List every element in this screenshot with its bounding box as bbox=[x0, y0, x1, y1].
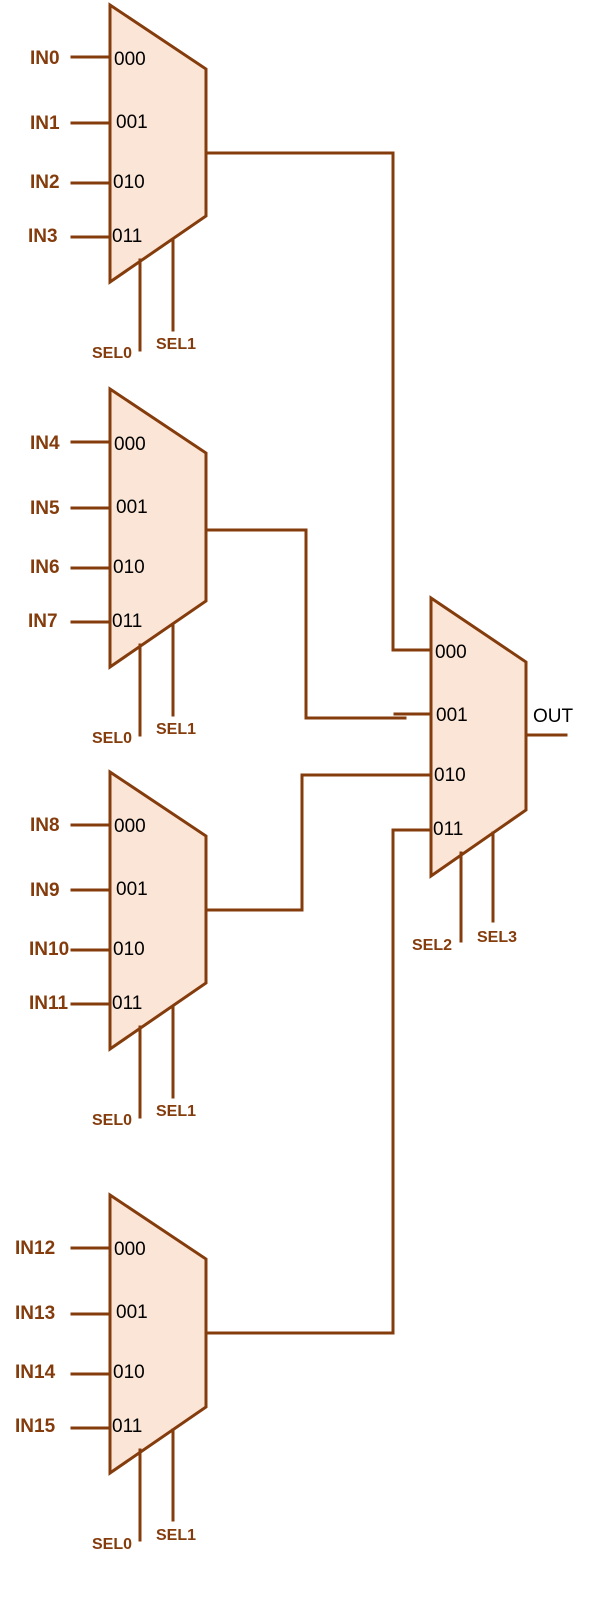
mux-4-input-label-0: IN12 bbox=[15, 1238, 55, 1259]
mux-2-to-final-wire bbox=[204, 528, 407, 720]
mux-1-input-label-1: IN1 bbox=[30, 113, 60, 134]
mux-3-input-label-1: IN9 bbox=[30, 880, 60, 901]
mux-3-select-label-1: SEL1 bbox=[156, 1103, 196, 1120]
mux-3-port-label-1: 001 bbox=[116, 879, 148, 900]
mux-3: IN8 IN9 IN10 IN11 000 001 010 011 SEL0 S… bbox=[29, 769, 208, 1129]
final-select-label-0: SEL2 bbox=[412, 937, 452, 954]
mux-1-select-label-0: SEL0 bbox=[92, 345, 132, 362]
mux-4: IN12 IN13 IN14 IN15 000 001 010 011 SEL0… bbox=[15, 1192, 208, 1553]
mux-3-port-label-3: 011 bbox=[112, 993, 142, 1014]
mux-2-input-label-1: IN5 bbox=[30, 498, 60, 519]
mux-3-port-label-0: 000 bbox=[114, 816, 146, 837]
mux-3-body bbox=[108, 769, 208, 1052]
mux-2-port-label-3: 011 bbox=[112, 611, 142, 632]
mux-2-body bbox=[108, 386, 208, 670]
mux-3-input-label-3: IN11 bbox=[29, 993, 69, 1014]
final-mux-body bbox=[429, 595, 528, 879]
mux-1-port-label-1: 001 bbox=[116, 112, 148, 133]
mux-2-select-label-0: SEL0 bbox=[92, 730, 132, 747]
mux-2-port-label-0: 000 bbox=[114, 434, 146, 455]
mux-2-port-label-1: 001 bbox=[116, 497, 148, 518]
mux-1-to-final-wire bbox=[204, 151, 433, 652]
mux-2: IN4 IN5 IN6 IN7 000 001 010 011 SEL0 SEL… bbox=[28, 386, 208, 747]
mux-1-port-label-3: 011 bbox=[112, 226, 142, 247]
mux-4-select-label-0: SEL0 bbox=[92, 1536, 132, 1553]
mux-4-to-final-wire bbox=[204, 828, 433, 1335]
mux-1-port-label-0: 000 bbox=[114, 49, 146, 70]
mux-4-port-label-1: 001 bbox=[116, 1302, 148, 1323]
mux-1: IN0 IN1 IN2 IN3 000 001 010 011 SEL0 SEL… bbox=[28, 2, 208, 362]
mux-4-select-label-1: SEL1 bbox=[156, 1527, 196, 1544]
mux-3-input-label-2: IN10 bbox=[29, 939, 69, 960]
final-port-label-1: 001 bbox=[436, 705, 468, 726]
mux-4-body bbox=[108, 1192, 208, 1476]
mux-3-port-label-2: 010 bbox=[113, 939, 145, 960]
mux-2-port-label-2: 010 bbox=[113, 557, 145, 578]
final-port-label-3: 011 bbox=[433, 819, 463, 840]
mux-2-input-label-3: IN7 bbox=[28, 611, 58, 632]
mux-2-input-label-0: IN4 bbox=[30, 433, 60, 454]
mux-4-port-label-2: 010 bbox=[113, 1362, 145, 1383]
mux-4-input-label-1: IN13 bbox=[15, 1303, 55, 1324]
mux-4-input-label-3: IN15 bbox=[15, 1416, 56, 1437]
mux-1-port-label-2: 010 bbox=[113, 172, 145, 193]
mux-1-input-label-0: IN0 bbox=[30, 48, 60, 69]
mux-3-to-final-wire bbox=[204, 773, 433, 912]
mux-2-select-label-1: SEL1 bbox=[156, 721, 196, 738]
output-label: OUT bbox=[533, 706, 574, 727]
mux-1-input-label-3: IN3 bbox=[28, 226, 58, 247]
mux-1-body bbox=[108, 2, 208, 285]
interconnect bbox=[204, 151, 433, 1335]
mux-4-input-label-2: IN14 bbox=[15, 1362, 56, 1383]
mux-1-select-label-1: SEL1 bbox=[156, 336, 196, 353]
mux-3-input-label-0: IN8 bbox=[30, 815, 60, 836]
mux-3-select-label-0: SEL0 bbox=[92, 1112, 132, 1129]
mux-1-input-label-2: IN2 bbox=[30, 172, 60, 193]
mux-4-port-label-0: 000 bbox=[114, 1239, 146, 1260]
final-mux: 000 001 010 011 OUT SEL2 SEL3 bbox=[412, 595, 574, 954]
mux-4-port-label-3: 011 bbox=[112, 1416, 142, 1437]
final-port-label-2: 010 bbox=[434, 765, 466, 786]
mux-2-input-label-2: IN6 bbox=[30, 557, 60, 578]
final-select-label-1: SEL3 bbox=[477, 929, 517, 946]
final-port-label-0: 000 bbox=[435, 642, 467, 663]
